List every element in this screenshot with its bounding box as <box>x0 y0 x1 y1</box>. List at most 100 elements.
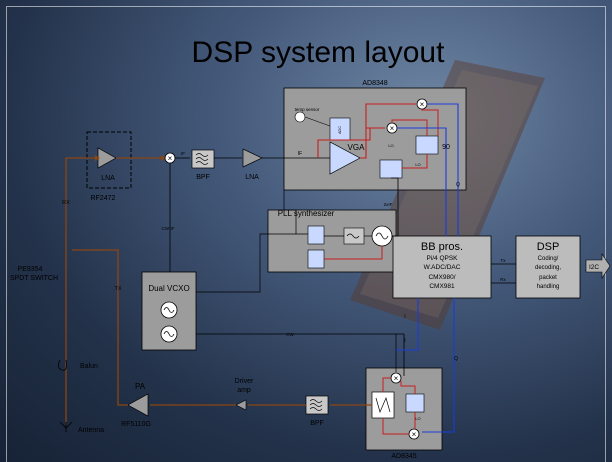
pa-triangle <box>127 393 149 417</box>
lo-to-mixer-q-line <box>421 109 439 136</box>
q-label: Q <box>456 182 460 188</box>
ad8348-q-out-line <box>427 103 459 236</box>
mixer1-arrowhead <box>161 155 166 161</box>
vga-label: VGA <box>348 143 366 152</box>
dual-vcxo-label: Dual VCXO <box>148 284 189 293</box>
pll-div-box-2 <box>307 249 325 269</box>
i-small-label: I <box>404 338 405 344</box>
bb-pros-box <box>392 235 492 299</box>
temp-sensor-label: temp sensor <box>295 107 320 112</box>
lna-mid-triangle <box>242 148 263 168</box>
bb-line4: CMX981 <box>429 283 455 290</box>
spdt-label: SPDT SWITCH <box>10 275 58 282</box>
ad8348-box <box>283 87 467 191</box>
bb-q-to-ad8345-line <box>422 298 455 433</box>
pll-filter-icon <box>346 233 360 239</box>
ad8345-combiner-icon <box>375 396 391 414</box>
lo2-label: LO <box>415 162 420 167</box>
ad8345-mixer-q-out <box>382 418 409 435</box>
if-in-label: IF <box>298 151 302 157</box>
if-small-label: IF <box>181 151 185 156</box>
lna-mid-label: LNA <box>245 174 259 181</box>
dsp-title: DSP <box>537 241 560 253</box>
pll-to-ad8348-line <box>391 177 399 237</box>
bpf-bottom-box <box>305 395 329 415</box>
bpf-bottom-icon <box>309 399 323 411</box>
rx-arrowhead <box>95 155 100 161</box>
bpf-top-label: BPF <box>196 174 210 181</box>
ad8345-phase-box <box>405 393 425 413</box>
phase-90-box <box>415 135 439 155</box>
vcxo-osc-1-icon <box>163 307 175 313</box>
balun-label: Balun <box>80 363 98 370</box>
rx-mixer-x: × <box>168 154 173 163</box>
rx-line <box>65 157 98 240</box>
antenna-icon <box>59 421 73 432</box>
bb-line2: W.ADC/DAC <box>424 264 461 271</box>
cw-if-label: CW-IF <box>162 226 175 231</box>
i2c-label: I2C <box>589 264 599 271</box>
ad8348-i-out-line <box>397 127 447 236</box>
driver-label-1: Driver <box>235 378 254 385</box>
bpf-bottom-label: BPF <box>310 420 324 427</box>
bpf-top-icon <box>195 153 209 165</box>
dsp-box <box>515 235 581 299</box>
bb-title: BB pros. <box>421 241 463 253</box>
rx-small-label: Rx <box>500 277 506 282</box>
rf2472-label: RF2472 <box>91 195 116 202</box>
pa-label: PA <box>135 382 146 391</box>
ad8348-mixer-q-x: × <box>420 100 425 109</box>
vga-feedback-line <box>317 128 371 158</box>
divider-to-90-line <box>402 154 428 169</box>
cw-label: CW <box>286 332 294 337</box>
driver-amp-triangle <box>235 399 247 411</box>
ad8345-phase-i <box>400 381 416 394</box>
vcxo-to-pll-line <box>196 233 296 293</box>
ad8345-mixer-i-x: × <box>394 374 399 383</box>
ad8348-label: AD8348 <box>362 80 387 87</box>
bb-i-to-ad8345-line <box>396 298 419 351</box>
lna-dashed-box <box>86 131 132 189</box>
dsp-line2: decoding, <box>535 265 561 271</box>
slide-title: DSP system layout <box>192 36 446 69</box>
ad8345-mixer-i-out <box>382 377 391 392</box>
q-small-label: Q <box>454 356 458 362</box>
lna-left-label: LNA <box>101 175 115 182</box>
rx-label: RX <box>62 200 70 206</box>
vga-to-mixer-q-line <box>365 103 416 128</box>
vga-triangle <box>329 141 361 175</box>
pll-vco-icon <box>375 232 389 240</box>
pe9354-label: PE9354 <box>18 266 43 273</box>
dsp-line4: handling <box>537 284 560 290</box>
driver-label-2: amp <box>237 387 251 394</box>
bb-line3: CMX980/ <box>428 274 455 281</box>
i-label: I <box>404 314 405 320</box>
pll-feedback-red <box>324 246 383 260</box>
temp-sensor-icon <box>294 111 306 123</box>
ad8345-mixer-q-x: × <box>412 430 417 439</box>
ad8345-label: AD8345 <box>391 453 416 460</box>
pll-label: PLL synthesizer <box>278 209 335 218</box>
vga-to-mixer-i-line <box>360 127 385 159</box>
two-xif-label: 2xIF <box>384 202 393 207</box>
lo-label: LO <box>388 143 393 148</box>
tx-small-label: Tx <box>501 258 507 263</box>
lo-divider-box <box>379 159 403 179</box>
antenna-label: Antenna <box>78 427 104 434</box>
slide-frame <box>6 6 606 462</box>
dsp-line1: Coding/ <box>538 256 559 262</box>
lna-left-triangle <box>97 147 117 169</box>
tx-line <box>72 249 128 406</box>
temp-sensor-line <box>304 116 331 127</box>
rf5110g-label: RF5110G <box>121 421 151 428</box>
dsp-line3: packet <box>539 275 557 281</box>
adc-label: ADC <box>338 126 342 134</box>
pll-top-link <box>283 190 297 226</box>
bb-line1: Pi/4 QPSK <box>426 255 458 262</box>
tx-label: TX <box>114 286 121 292</box>
i2c-arrow <box>585 253 611 279</box>
bpf-top-box <box>191 149 215 169</box>
vcxo-osc-2-icon <box>163 331 175 337</box>
